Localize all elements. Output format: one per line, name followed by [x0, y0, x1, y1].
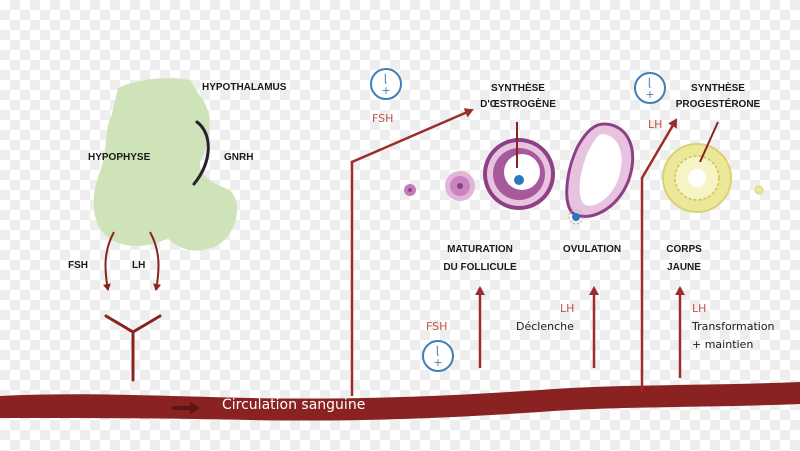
lh-label-left: LH	[132, 260, 145, 271]
maturation-label-line2: DU FOLLICULE	[443, 262, 517, 273]
svg-text:+: +	[381, 84, 390, 97]
hypothalamus-label: HYPOTHALAMUS	[202, 82, 287, 93]
oestrogen-label-line1: SYNTHÈSE	[491, 81, 545, 94]
transformation-label: Transformation	[691, 320, 775, 333]
lh-label-corps: LH	[692, 302, 706, 315]
gnrh-nerve-curve	[192, 120, 210, 186]
lh-arrow-left	[149, 231, 162, 291]
corpus-albicans-icon	[754, 185, 764, 195]
hypophyse-label: HYPOPHYSE	[88, 152, 151, 163]
vessel-flow-arrow	[172, 402, 200, 414]
svg-text:⌊: ⌊	[384, 72, 388, 85]
fsh-label-top: FSH	[372, 112, 393, 125]
hormone-badge-bottom: ⌊ +	[422, 340, 454, 372]
hormone-badge-top-right: ⌊ +	[634, 72, 666, 104]
svg-text:+: +	[645, 88, 654, 101]
mature-follicle-icon	[483, 138, 555, 210]
hormone-badge-top-left: ⌊ +	[370, 68, 402, 100]
oestrogen-label-line2: D'ŒSTROGÈNE	[480, 97, 556, 110]
lh-label-ovulation: LH	[560, 302, 574, 315]
gland-shape	[93, 78, 238, 251]
svg-text:⌊: ⌊	[436, 344, 440, 357]
corpus-luteum-icon	[662, 143, 732, 213]
lh-line-to-progesterone	[640, 118, 678, 392]
progesterone-label-line1: SYNTHÈSE	[691, 81, 745, 94]
ovulating-follicle-icon	[565, 122, 635, 225]
progesterone-label-line2: PROGESTÉRONE	[676, 97, 761, 110]
fsh-label-bottom: FSH	[426, 320, 447, 333]
progesterone-pointer	[699, 121, 719, 163]
blood-vessel	[0, 382, 800, 421]
svg-text:⌊: ⌊	[648, 76, 652, 89]
y-connector	[104, 314, 162, 382]
fsh-line-to-oestrogen	[350, 108, 474, 396]
svg-text:+: +	[433, 356, 442, 369]
corps-label-line1: CORPS	[666, 244, 702, 255]
fsh-arrow-left	[102, 231, 115, 291]
ovulation-label: OVULATION	[563, 244, 621, 255]
maintien-label: + maintien	[692, 338, 753, 351]
lh-label-top: LH	[648, 118, 662, 131]
fsh-label-left: FSH	[68, 260, 88, 271]
corps-label-line2: JAUNE	[667, 262, 701, 273]
declenche-label: Déclenche	[516, 320, 574, 333]
maturation-label-line1: MATURATION	[447, 244, 513, 255]
gnrh-label: GNRH	[224, 152, 253, 163]
circulation-label: Circulation sanguine	[222, 397, 365, 413]
